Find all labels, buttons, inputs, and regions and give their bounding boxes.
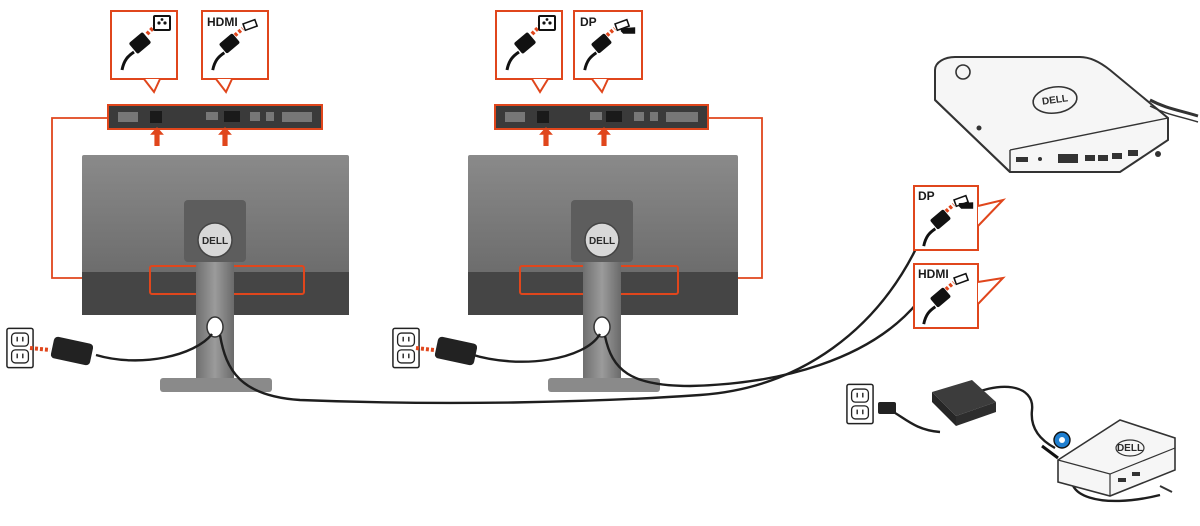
dock-hdmi-callout: HDMI — [913, 263, 1006, 329]
dock-large: DELL — [934, 56, 1199, 173]
power-plug-icon — [29, 336, 94, 366]
dock-dp-label: DP — [918, 189, 935, 203]
wall-outlet-icon — [392, 327, 420, 369]
dock-dp-callout: DP — [913, 185, 1007, 251]
dock-small-logo-icon — [1115, 439, 1145, 457]
dock-hdmi-label: HDMI — [918, 267, 949, 281]
wall-outlet-icon — [846, 383, 874, 425]
monitor-1-logo: DELL — [202, 236, 228, 247]
dock-small-logo: DELL — [1117, 443, 1143, 454]
displayport-port-icon — [958, 202, 974, 209]
monitor-2: DP DELL — [468, 10, 763, 392]
displayport-port-icon — [620, 27, 636, 34]
power-plug-icon — [415, 336, 478, 366]
dock-logo: DELL — [1041, 93, 1068, 108]
monitor-1-hdmi-callout: HDMI — [201, 10, 269, 94]
monitor-1: HDMI DELL — [51, 10, 349, 392]
monitor-1-hdmi-label: HDMI — [207, 15, 238, 29]
monitor-1-power-callout — [110, 10, 178, 94]
monitor-1-logo-icon — [197, 222, 233, 258]
monitor-2-logo-icon — [584, 222, 620, 258]
monitor-2-power-callout — [495, 10, 563, 94]
monitor-2-logo: DELL — [589, 236, 615, 247]
dock-small: DELL — [1041, 419, 1176, 497]
monitor-2-dp-label: DP — [580, 15, 597, 29]
dock-logo-icon — [1032, 85, 1078, 115]
power-adapter-icon — [932, 380, 996, 426]
wall-outlet-icon — [6, 327, 34, 369]
monitor-2-dp-callout: DP — [573, 10, 643, 94]
power-plug-icon — [878, 402, 896, 414]
